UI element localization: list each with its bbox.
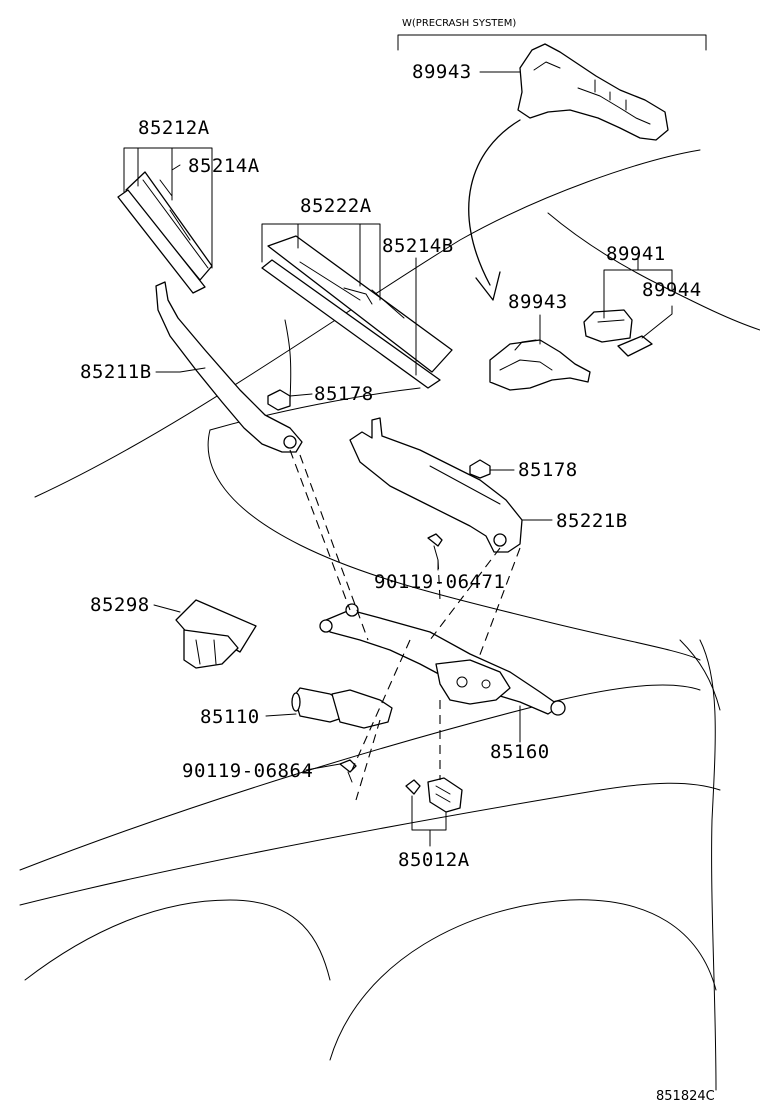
part-85178-nut-b xyxy=(469,459,491,479)
part-labels: 89943 85212A 85214A 85222A 85214B 89941 … xyxy=(80,61,702,871)
label-85160: 85160 xyxy=(490,741,550,763)
part-85214A-front-blade xyxy=(117,171,213,294)
label-85012A: 85012A xyxy=(398,849,470,871)
relocation-arrow xyxy=(468,119,521,301)
part-89944-cover xyxy=(617,335,653,357)
part-85160-linkage xyxy=(319,603,566,716)
label-85214B: 85214B xyxy=(382,235,454,257)
label-85298: 85298 xyxy=(90,594,150,616)
label-89941: 89941 xyxy=(606,243,666,265)
part-85012A-connector xyxy=(405,777,463,813)
leader-lines xyxy=(123,71,673,847)
part-90119-06471-bolt xyxy=(427,533,443,561)
part-85214B-rear-blade xyxy=(261,235,453,389)
part-85298-cover xyxy=(175,599,257,669)
label-85212A: 85212A xyxy=(138,117,210,139)
label-85221B: 85221B xyxy=(556,510,628,532)
label-85214A: 85214A xyxy=(188,155,260,177)
label-85178-b: 85178 xyxy=(518,459,578,481)
label-90119-06864: 90119-06864 xyxy=(182,760,313,782)
label-85211B: 85211B xyxy=(80,361,152,383)
precrash-bracket xyxy=(397,34,707,51)
part-89943-sensor-bracket xyxy=(489,339,591,391)
label-85222A: 85222A xyxy=(300,195,372,217)
label-89943-top: 89943 xyxy=(412,61,472,83)
label-85178-a: 85178 xyxy=(314,383,374,405)
part-85211B-front-arm xyxy=(155,281,303,453)
part-85221B-rear-arm xyxy=(349,417,523,553)
part-90119-06864-bolt xyxy=(339,759,357,783)
label-85110: 85110 xyxy=(200,706,260,728)
vehicle-body-outline xyxy=(19,149,760,1091)
label-90119-06471: 90119-06471 xyxy=(374,571,505,593)
part-89943-top-bracket xyxy=(517,43,669,141)
part-85110-motor xyxy=(291,687,393,729)
figure-code: 851824C xyxy=(656,1089,715,1104)
label-89944: 89944 xyxy=(642,279,702,301)
header-note: W(PRECRASH SYSTEM) xyxy=(402,18,516,29)
part-89941-sensor xyxy=(583,309,633,343)
label-89943-mid: 89943 xyxy=(508,291,568,313)
part-85178-nut-a xyxy=(267,389,291,411)
